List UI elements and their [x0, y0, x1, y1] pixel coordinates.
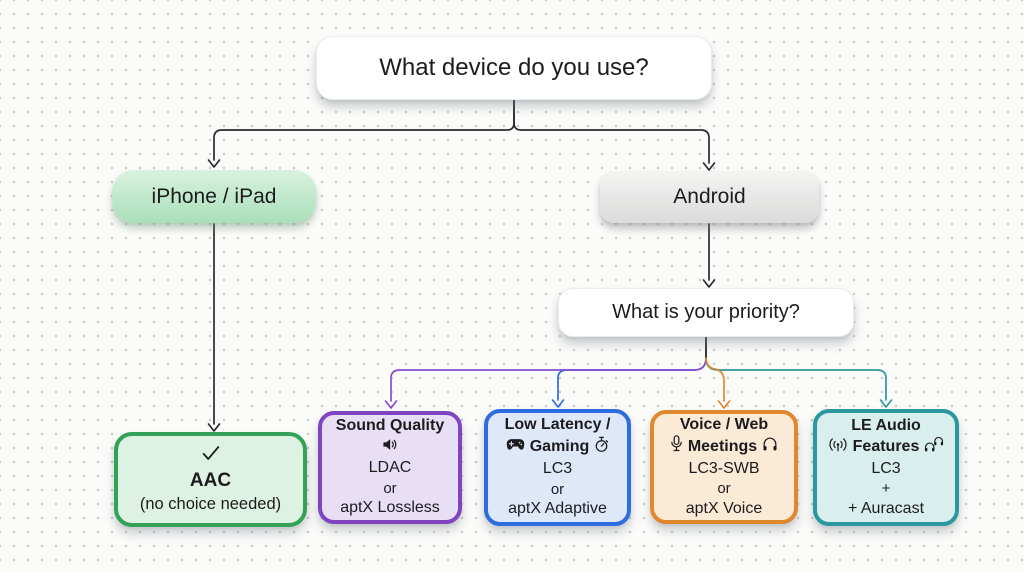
arrowhead-android — [702, 162, 716, 171]
priority-question-label: What is your priority? — [612, 301, 800, 323]
voice-title-line1: Voice / Web — [679, 415, 769, 433]
iphone-ipad-node: iPhone / iPad — [112, 170, 316, 223]
connector-priority-to-lowlatency — [557, 336, 707, 401]
arrowhead-iphone — [207, 159, 221, 168]
shared-headphones-icon — [924, 436, 944, 458]
low-latency-conjunction: or — [550, 480, 565, 498]
voice-option-2: aptX Voice — [685, 499, 763, 517]
iphone-ipad-label: iPhone / iPad — [151, 184, 277, 208]
voice-conjunction: or — [717, 480, 731, 498]
voice-option-1: LC3-SWB — [688, 459, 760, 477]
connector-priority-to-voice — [705, 336, 725, 402]
broadcast-icon — [828, 437, 848, 458]
le-audio-option-1: LC3 — [871, 459, 901, 477]
arrowhead-leaudio — [879, 399, 893, 408]
stopwatch-icon — [594, 436, 609, 459]
android-node: Android — [600, 171, 819, 223]
arrowhead-soundquality — [384, 400, 398, 409]
connector-device-to-android — [513, 99, 710, 164]
gamepad-icon — [506, 437, 525, 457]
aac-title: AAC — [189, 470, 232, 492]
sound-quality-conjunction: or — [383, 479, 397, 497]
connector-priority-to-soundquality — [390, 336, 707, 402]
low-latency-outcome-node: Low Latency / Gaming LC3 or aptX Adaptiv… — [484, 409, 631, 526]
sound-quality-option-1: LDAC — [368, 459, 412, 477]
arrowhead-aac — [207, 423, 221, 432]
le-audio-outcome-node: LE Audio Features — [813, 409, 959, 526]
arrowhead-voice — [717, 400, 731, 409]
low-latency-title-line2: Gaming — [529, 438, 590, 456]
le-audio-title-line1: LE Audio — [851, 416, 921, 434]
le-audio-title-line2: Features — [852, 438, 920, 456]
voice-meetings-outcome-node: Voice / Web Meetings LC3-SWB or aptX Voi… — [650, 410, 798, 524]
speaker-icon — [382, 437, 399, 458]
sound-quality-title: Sound Quality — [335, 417, 445, 435]
le-audio-option-2: + Auracast — [847, 499, 925, 517]
aac-note: (no choice needed) — [139, 495, 282, 514]
aac-outcome-node: AAC (no choice needed) — [114, 432, 307, 527]
arrowhead-lowlatency — [551, 399, 565, 408]
connector-device-to-iphone — [213, 99, 515, 161]
sound-quality-option-2: aptX Lossless — [340, 499, 440, 517]
priority-question-node: What is your priority? — [558, 288, 854, 337]
low-latency-option-2: aptX Adaptive — [508, 500, 607, 518]
sound-quality-outcome-node: Sound Quality LDAC or aptX Lossless — [318, 411, 462, 524]
arrowhead-priority — [702, 279, 716, 288]
microphone-icon — [670, 435, 683, 458]
le-audio-conjunction: + — [881, 480, 891, 498]
headphones-icon — [762, 436, 778, 458]
device-question-label: What device do you use? — [379, 54, 649, 81]
low-latency-option-1: LC3 — [542, 460, 573, 478]
check-icon — [200, 444, 222, 468]
device-question-node: What device do you use? — [316, 36, 712, 100]
voice-title-line2: Meetings — [687, 437, 758, 455]
android-label: Android — [673, 185, 746, 208]
connector-priority-to-leaudio — [705, 336, 887, 401]
low-latency-title-line1: Low Latency / — [504, 416, 611, 434]
